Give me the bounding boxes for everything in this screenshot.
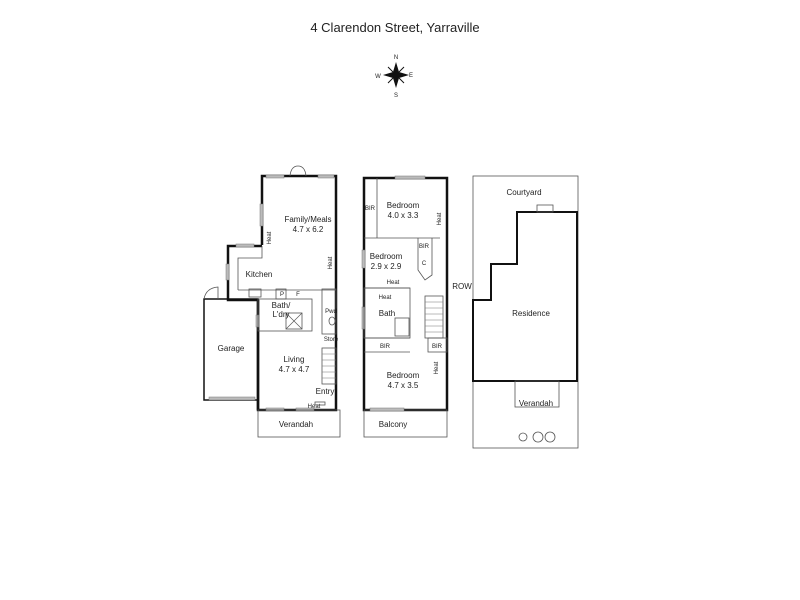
site-plan: Courtyard Residence Verandah (472, 175, 579, 449)
bath-laundry-label: L'dry (272, 310, 289, 319)
heat-label: Heat (434, 361, 440, 374)
bedroom2-label: Bedroom (370, 252, 403, 261)
heat-label: Heat (267, 231, 273, 244)
compass-e: E (409, 73, 413, 79)
powder-label: Pwd (325, 309, 337, 315)
bath-label: Bath (379, 309, 395, 318)
heat-label: Heat (328, 256, 334, 269)
bir-label: BIR (419, 244, 430, 250)
fridge-label: F (296, 292, 300, 298)
kitchen-label: Kitchen (246, 270, 273, 279)
heat-label: Heat (308, 404, 321, 410)
heat-label: Heat (437, 212, 443, 225)
bedroom1-size: 4.0 x 3.3 (388, 211, 419, 220)
bath-laundry-label: Bath/ (272, 301, 291, 310)
compass-s: S (394, 93, 398, 99)
bedroom1-label: Bedroom (387, 201, 420, 210)
pantry-label: P (280, 292, 284, 298)
bir-label: BIR (380, 344, 391, 350)
store-label: Store (324, 337, 339, 343)
family-meals-size: 4.7 x 6.2 (293, 225, 324, 234)
ground-floor: Family/Meals 4.7 x 6.2 Heat Heat Kitchen… (203, 165, 341, 438)
balcony-label: Balcony (379, 420, 407, 429)
entry-label: Entry (316, 387, 335, 396)
heat-label: Heat (379, 295, 392, 301)
living-label: Living (284, 355, 305, 364)
bedroom3-label: Bedroom (387, 371, 420, 380)
family-meals-label: Family/Meals (284, 215, 331, 224)
residence-label: Residence (512, 309, 550, 318)
heat-label: Heat (387, 280, 400, 286)
row-label: ROW (452, 282, 472, 291)
bir-label: BIR (432, 344, 443, 350)
bedroom3-size: 4.7 x 3.5 (388, 381, 419, 390)
bir-label: BIR (365, 206, 376, 212)
first-floor: Bedroom 4.0 x 3.3 BIR Heat BIR C Bedroom… (361, 175, 449, 438)
compass-w: W (375, 74, 381, 80)
living-size: 4.7 x 4.7 (279, 365, 310, 374)
plan-title: 4 Clarendon Street, Yarraville (310, 20, 479, 35)
cupboard-label: C (422, 261, 427, 267)
courtyard-label: Courtyard (506, 188, 541, 197)
compass-n: N (394, 55, 398, 61)
compass-icon: N S E W (375, 55, 413, 99)
site-verandah-label: Verandah (519, 399, 553, 408)
garage-label: Garage (218, 344, 245, 353)
bedroom2-size: 2.9 x 2.9 (371, 262, 402, 271)
verandah-label: Verandah (279, 420, 313, 429)
